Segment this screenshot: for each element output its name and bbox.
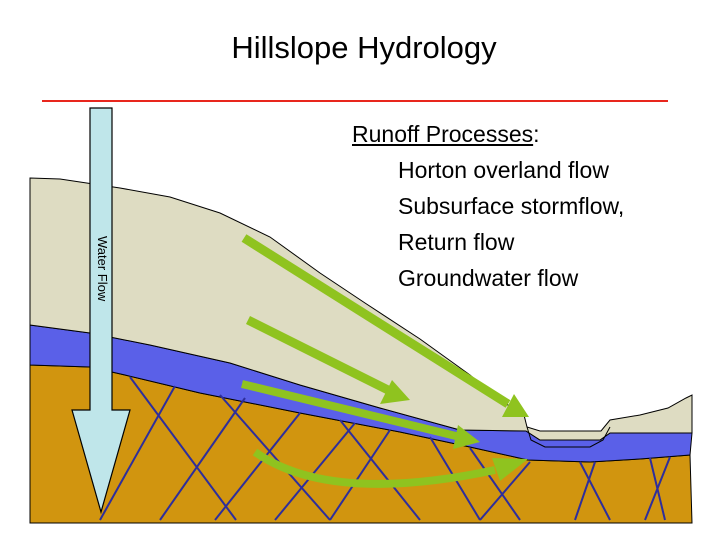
runoff-processes-list: Runoff Processes: Horton overland flow S…: [352, 116, 624, 296]
runoff-heading-colon: :: [533, 121, 540, 147]
water-flow-arrow: [71, 107, 131, 515]
runoff-arrows: [241, 234, 529, 488]
runoff-items: Horton overland flow Subsurface stormflo…: [352, 152, 624, 296]
groundwater-flow-arrow: [252, 448, 496, 488]
horton-overland-flow-arrowhead: [502, 394, 529, 417]
title-rule: [42, 100, 668, 102]
runoff-item-horton-overland-flow: Horton overland flow: [398, 157, 609, 183]
runoff-heading: Runoff Processes: [352, 121, 534, 147]
groundwater-flow-arrowhead: [492, 458, 528, 481]
stream-channel: [526, 426, 611, 448]
runoff-item-groundwater-flow: Groundwater flow: [398, 265, 579, 291]
runoff-item-return-flow: Return flow: [398, 229, 515, 255]
water-flow-label-box: Water Flow: [88, 236, 112, 340]
runoff-heading-line: Runoff Processes:: [352, 116, 624, 152]
water-flow-label: Water Flow: [95, 236, 110, 302]
bedrock-fractures: [99, 376, 671, 521]
runoff-item-subsurface-stormflow: Subsurface stormflow,: [398, 193, 625, 219]
subsurface-stormflow-arrow: [245, 315, 391, 395]
return-flow-arrow: [241, 380, 461, 441]
return-flow-arrowhead: [453, 425, 480, 449]
subsurface-stormflow-arrowhead: [380, 380, 410, 404]
slide-title: Hillslope Hydrology: [231, 30, 497, 65]
horton-overland-flow-arrow: [241, 234, 511, 408]
